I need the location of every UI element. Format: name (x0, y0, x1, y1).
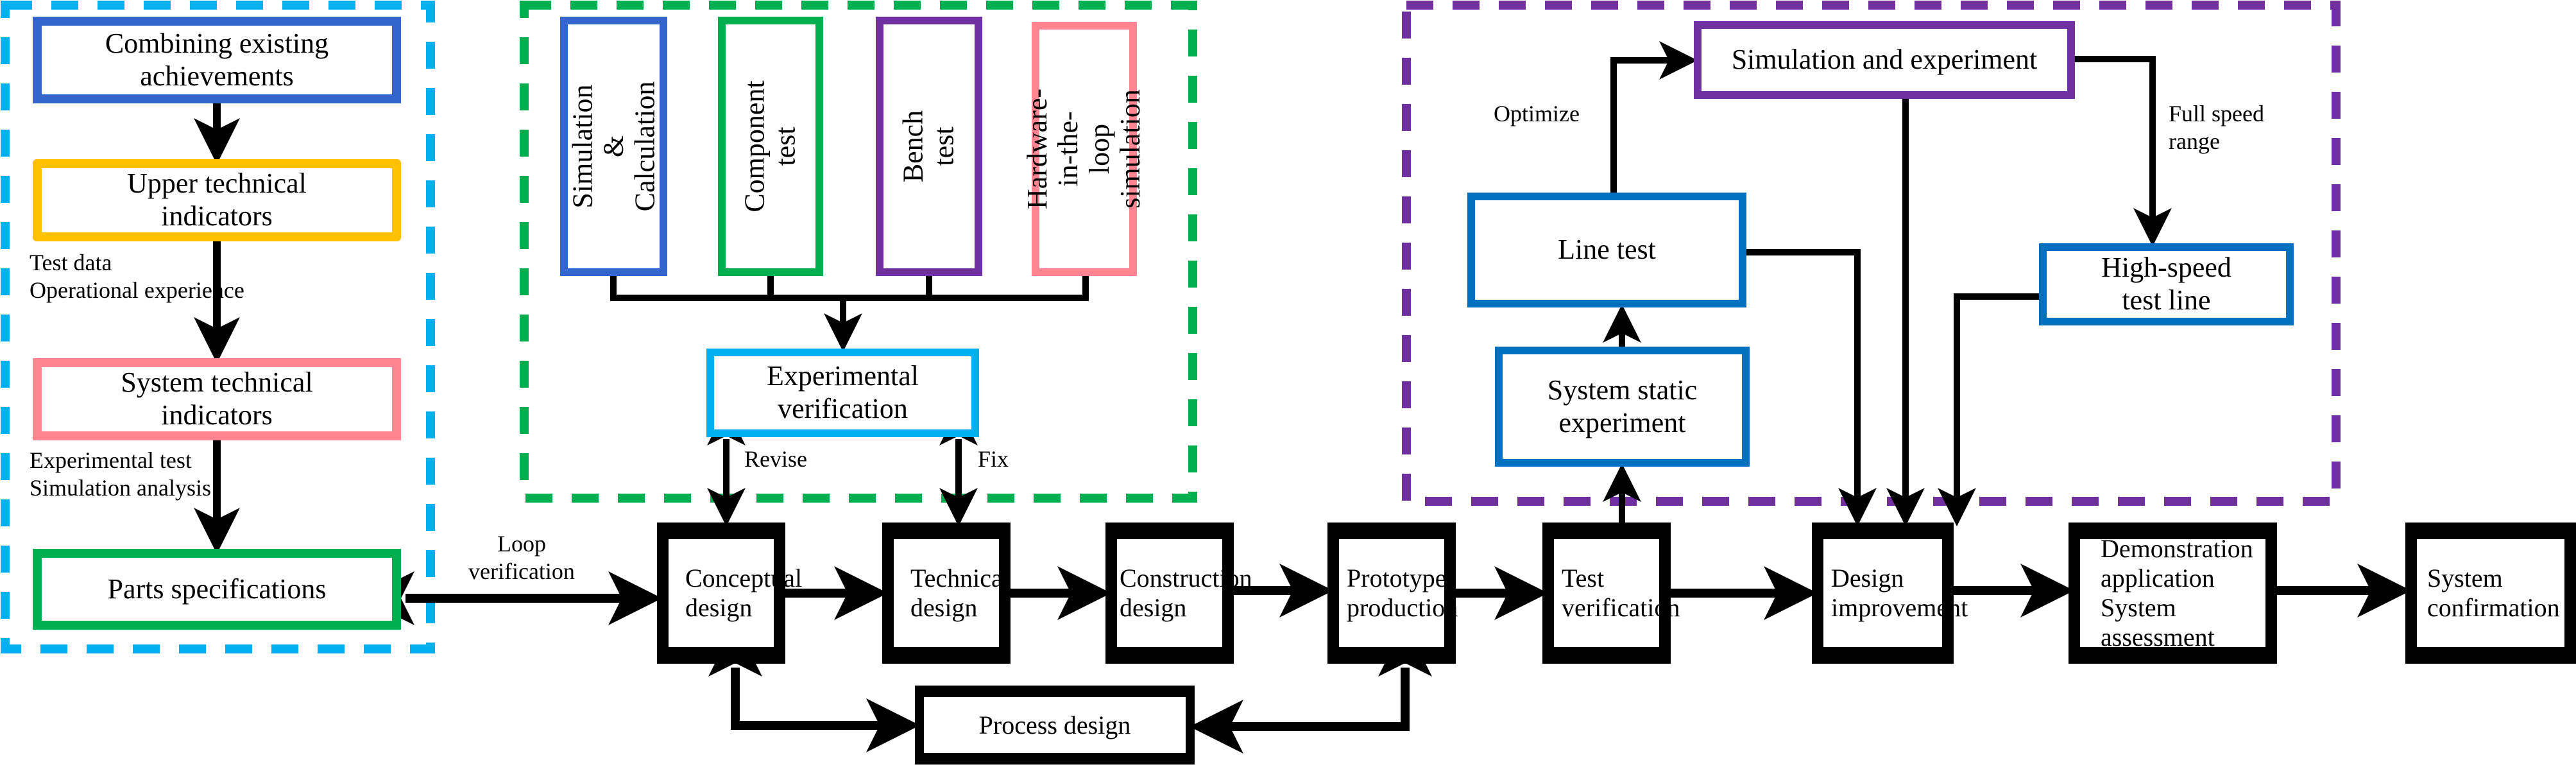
arrow-line-to-improvement (1746, 249, 1877, 526)
experimental-verification-box: Experimental verification (706, 349, 979, 437)
high-speed-test-line-box: High-speed test line (2039, 243, 2294, 325)
test-verification-box: Test verification (1542, 523, 1680, 664)
design-improvement-box: Design improvement (1812, 523, 1968, 664)
note-test-data: Test data Operational experience (30, 250, 244, 304)
arrow-full-speed (2075, 56, 2172, 246)
parts-specifications-box: Parts specifications (33, 549, 401, 630)
system-static-experiment-box: System static experiment (1495, 347, 1750, 467)
demonstration-assessment-box: Demonstration application System assessm… (2068, 523, 2277, 664)
conceptual-design-box: Conceptual design (657, 523, 802, 664)
system-technical-indicators-box: System technical indicators (33, 358, 401, 440)
arrow-highspeed-to-improvement (1938, 293, 2039, 526)
method-label: Component test (738, 80, 801, 212)
technical-design-box: Technical design (882, 523, 1011, 664)
method-label: Bench test (897, 110, 960, 183)
requirements-group-frame (1, 1, 435, 653)
method-box-bench: Bench test (876, 17, 982, 276)
fix-label: Fix (978, 446, 1009, 472)
prototype-production-box: Prototype production (1327, 523, 1458, 664)
optimize-label: Optimize (1494, 101, 1580, 126)
loop-verification-label: Loop verification (468, 531, 575, 585)
process-design-box: Process design (915, 686, 1195, 765)
construction-design-box: Construction design (1105, 523, 1252, 664)
method-box-hil: Hardware-in-the- loop simulation (1021, 22, 1146, 276)
upper-technical-indicators-box: Upper technical indicators (33, 159, 401, 241)
arrow-conceptual-process (708, 623, 920, 752)
method-label: Hardware-in-the- loop simulation (1021, 88, 1147, 210)
methods-bracket (610, 276, 1089, 301)
note-experimental-test: Experimental test Simulation analysis (30, 447, 211, 501)
verification-group-frame (520, 1, 1197, 503)
method-label: Simulation & Calculation (566, 81, 660, 212)
testing-group-frame (1402, 1, 2341, 506)
arrow-prototype-process (1190, 623, 1432, 754)
arrow-optimize (1610, 41, 1698, 193)
combining-achievements-box: Combining existing achievements (33, 17, 401, 103)
revise-label: Revise (744, 446, 807, 472)
full-speed-range-label: Full speed range (2169, 101, 2264, 155)
method-box-component: Component test (718, 17, 823, 276)
line-test-box: Line test (1467, 193, 1746, 307)
method-box-simulation: Simulation & Calculation (560, 17, 667, 276)
system-confirmation-box: System confirmation (2405, 523, 2576, 664)
simulation-experiment-box: Simulation and experiment (1694, 21, 2075, 99)
